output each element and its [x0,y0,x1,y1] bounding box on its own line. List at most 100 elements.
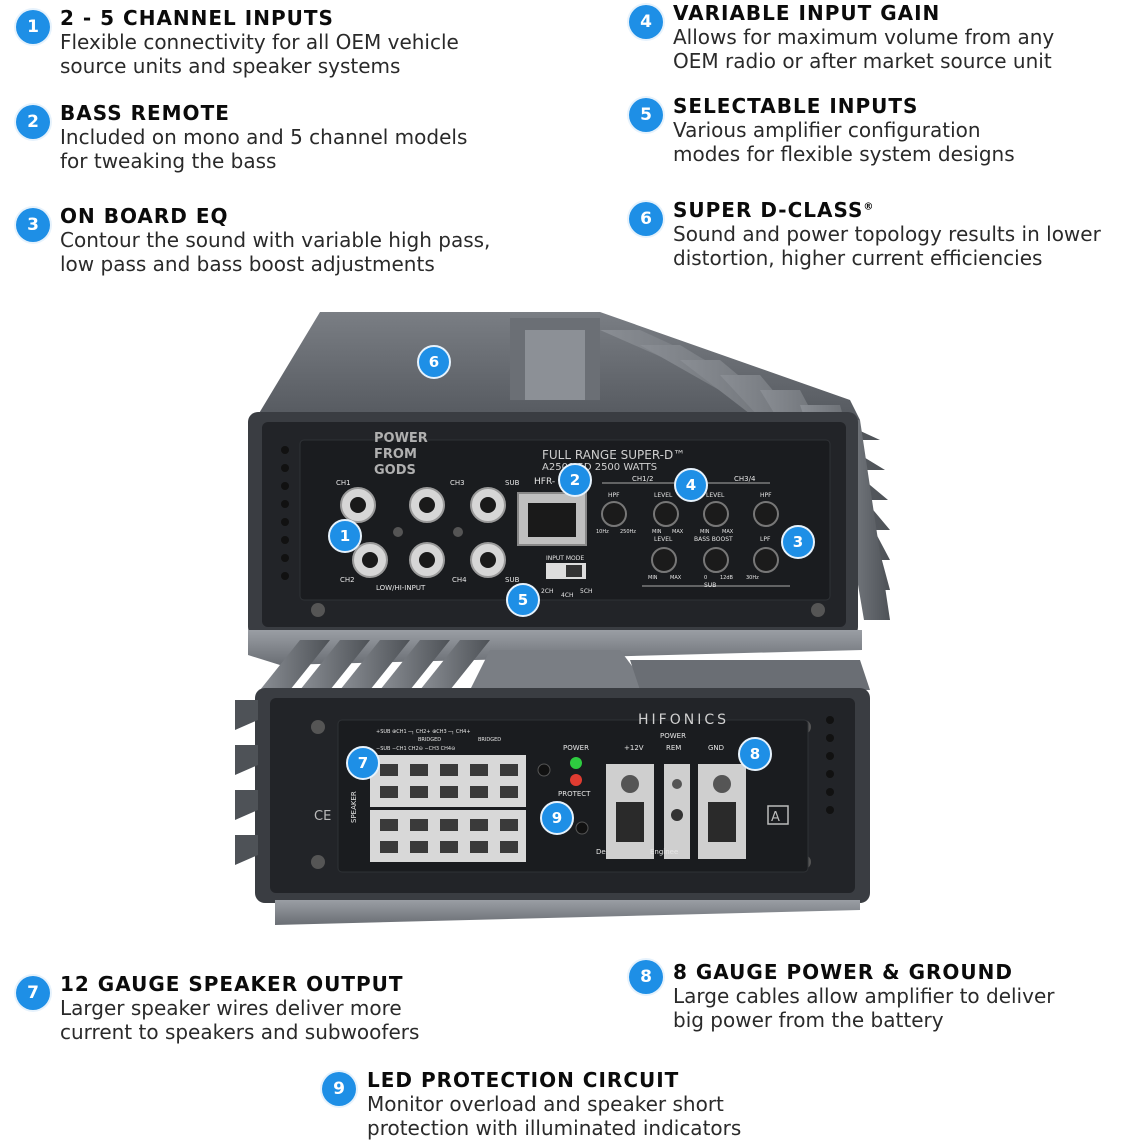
feature-desc-line2: current to speakers and subwoofers [60,1020,420,1044]
feature-title: 8 GAUGE POWER & GROUND [673,960,1013,984]
badge-9: 9 [322,1072,356,1106]
feature-desc-line2: distortion, higher current efficiencies [673,246,1043,270]
label-10hz: 10Hz [596,529,609,535]
feature-title: 2 - 5 CHANNEL INPUTS [60,6,334,30]
marker-9: 9 [540,801,574,835]
label-max-1: MAX [672,529,684,535]
badge-7: 7 [16,976,50,1010]
hifonics-logo: HIFONICS [638,712,729,728]
label-input-mode: INPUT MODE [546,555,584,562]
label-30hz: 30Hz [746,575,759,581]
badge-6: 6 [629,202,663,236]
label-12v: +12V [624,744,644,752]
label-bridged-2: BRIDGED [478,737,501,743]
label-ch1: CH1 [336,479,351,487]
label-level-2: LEVEL [706,492,725,499]
speaker-terminals [370,755,526,862]
marker-2: 2 [558,463,592,497]
feature-desc-line2: low pass and bass boost adjustments [60,252,435,276]
feature-desc-line1: Included on mono and 5 channel models [60,125,468,149]
badge-4: 4 [629,5,663,39]
marker-1: 1 [328,519,362,553]
label-ch12: CH1/2 [632,475,653,483]
label-ch34: CH3/4 [734,475,756,483]
label-250hz: 250Hz [620,529,636,535]
feature-desc-line2: for tweaking the bass [60,149,277,173]
label-min-2: MIN [700,529,710,535]
label-hpf-1: HPF [608,492,620,499]
label-rem: REM [666,744,681,752]
label-2ch: 2CH [541,588,554,595]
feature-title: ON BOARD EQ [60,204,229,228]
eq-knobs [601,501,779,573]
feature-desc-line1: Large cables allow amplifier to deliver [673,984,1055,1008]
badge-8: 8 [629,960,663,994]
label-sub-eq: SUB [704,582,716,589]
label-0db: 0 [704,575,707,581]
label-speaker: SPEAKER [350,791,358,823]
label-ch3: CH3 [450,479,465,487]
label-4ch: 4CH [561,592,574,599]
label-power-led: POWER [563,744,589,752]
protect-led [570,774,582,786]
terminal-labels-top: +SUB ⊕CH1 ─┐ CH2+ ⊕CH3 ─┐ CH4+ [376,729,471,735]
model-line1: FULL RANGE SUPER-D™ [542,448,685,462]
badge-5: 5 [629,98,663,132]
label-protect-led: PROTECT [558,790,591,798]
rca-inputs [340,487,506,578]
label-level-sub: LEVEL [654,536,673,543]
input-mode-switch [546,563,586,579]
marker-7: 7 [346,746,380,780]
badge-1: 1 [16,10,50,44]
label-min-3: MIN [648,575,658,581]
label-power-header: POWER [660,732,686,740]
label-level-1: LEVEL [654,492,673,499]
terminal-labels-bottom: −SUB −CH1 CH2⊖ −CH3 CH4⊖ [376,746,455,752]
feature-desc-line1: Monitor overload and speaker short [367,1092,724,1116]
feature-title: SUPER D-CLASS® [673,198,874,222]
label-5ch: 5CH [580,588,593,595]
label-input: LOW/HI-INPUT [376,584,426,592]
brand-line3: GODS [374,463,416,478]
feature-desc-line1: Various amplifier configuration [673,118,981,142]
bass-remote-port [517,492,587,546]
a-mark: A [771,810,780,825]
label-max-3: MAX [670,575,682,581]
feature-desc-line2: OEM radio or after market source unit [673,49,1052,73]
marker-8: 8 [738,737,772,771]
badge-3: 3 [16,208,50,242]
label-12db: 12dB [720,575,734,581]
marker-3: 3 [781,525,815,559]
feature-desc-line1: Allows for maximum volume from any [673,25,1055,49]
label-ch2: CH2 [340,576,355,584]
footer-left: De [596,848,606,856]
label-bass-boost: BASS BOOST [694,536,733,543]
feature-title: VARIABLE INPUT GAIN [673,1,941,25]
feature-desc-line1: Contour the sound with variable high pas… [60,228,491,252]
label-ch4: CH4 [452,576,467,584]
marker-4: 4 [674,468,708,502]
brand-line2: FROM [374,447,417,462]
feature-desc-line1: Sound and power topology results in lowe… [673,222,1101,246]
feature-desc-line2: source units and speaker systems [60,54,401,78]
feature-title: 12 GAUGE SPEAKER OUTPUT [60,972,404,996]
label-min-1: MIN [652,529,662,535]
feature-desc-line1: Flexible connectivity for all OEM vehicl… [60,30,459,54]
marker-5: 5 [506,583,540,617]
footer-mid: Enginee [650,848,678,856]
ce-mark: CE [314,809,331,824]
feature-desc-line1: Larger speaker wires deliver more [60,996,402,1020]
label-hpf-2: HPF [760,492,772,499]
registered-mark: ® [863,201,875,213]
feature-desc-line2: big power from the battery [673,1008,944,1032]
feature-title: SELECTABLE INPUTS [673,94,919,118]
feature-title-text: SUPER D-CLASS [673,198,864,222]
label-lpf: LPF [760,536,771,543]
label-bridged-1: BRIDGED [418,737,441,743]
label-sub-top: SUB [505,479,520,487]
label-max-2: MAX [722,529,734,535]
brand-line1: POWER [374,431,428,446]
bottom-amplifier [235,640,870,925]
feature-title: LED PROTECTION CIRCUIT [367,1068,680,1092]
badge-2: 2 [16,105,50,139]
